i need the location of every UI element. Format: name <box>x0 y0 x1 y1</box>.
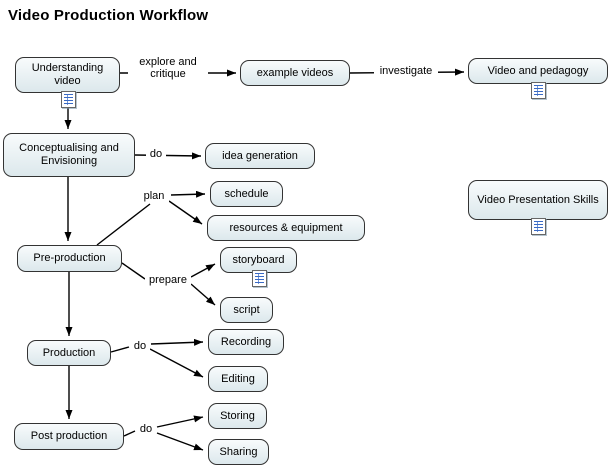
node-label: idea generation <box>222 149 298 162</box>
edge-label-explore-and-critique[interactable]: explore and critique <box>128 56 208 80</box>
node-label: example videos <box>256 66 334 79</box>
node-post-production[interactable]: Post production <box>14 423 124 450</box>
resource-icon[interactable] <box>531 82 546 99</box>
node-label: Video Presentation Skills <box>477 193 599 206</box>
edge-label-plan[interactable]: plan <box>139 190 169 202</box>
node-label: Video and pedagogy <box>487 64 589 77</box>
node-schedule[interactable]: schedule <box>210 181 283 207</box>
resource-icon[interactable] <box>252 270 267 287</box>
node-label: Understanding video <box>31 62 104 87</box>
node-production[interactable]: Production <box>27 340 111 366</box>
node-label: Conceptualising and Envisioning <box>19 142 119 167</box>
node-label: Sharing <box>219 445 258 458</box>
edge-label-do-production[interactable]: do <box>130 340 150 352</box>
node-pre-production[interactable]: Pre-production <box>17 245 122 272</box>
node-video-and-pedagogy[interactable]: Video and pedagogy <box>468 58 608 84</box>
node-label: Recording <box>220 335 272 348</box>
node-recording[interactable]: Recording <box>208 329 284 355</box>
node-sharing[interactable]: Sharing <box>208 439 269 465</box>
node-label: storyboard <box>232 253 285 266</box>
edge-label-prepare[interactable]: prepare <box>145 274 191 286</box>
node-label: Storing <box>220 409 255 422</box>
node-label: resources & equipment <box>229 221 343 234</box>
node-label: script <box>233 303 260 316</box>
node-label: Production <box>42 346 96 359</box>
map-title: Video Production Workflow <box>8 7 209 24</box>
node-understanding-video[interactable]: Understanding video <box>15 57 120 93</box>
resource-icon[interactable] <box>531 218 546 235</box>
node-label: Pre-production <box>33 252 106 264</box>
edge-label-investigate[interactable]: investigate <box>374 65 438 77</box>
node-resources-equipment[interactable]: resources & equipment <box>207 215 365 241</box>
node-script[interactable]: script <box>220 297 273 323</box>
node-conceptualising-envisioning[interactable]: Conceptualising and Envisioning <box>3 133 135 177</box>
node-video-presentation-skills[interactable]: Video Presentation Skills <box>468 180 608 220</box>
node-editing[interactable]: Editing <box>208 366 268 392</box>
node-label: Post production <box>30 430 108 442</box>
node-example-videos[interactable]: example videos <box>240 60 350 86</box>
node-storing[interactable]: Storing <box>208 403 267 429</box>
node-label: schedule <box>224 187 269 200</box>
node-label: Editing <box>221 372 255 385</box>
edge-label-do-post[interactable]: do <box>136 423 156 435</box>
resource-icon[interactable] <box>61 91 76 108</box>
edge-label-do-idea[interactable]: do <box>146 148 166 160</box>
node-idea-generation[interactable]: idea generation <box>205 143 315 169</box>
